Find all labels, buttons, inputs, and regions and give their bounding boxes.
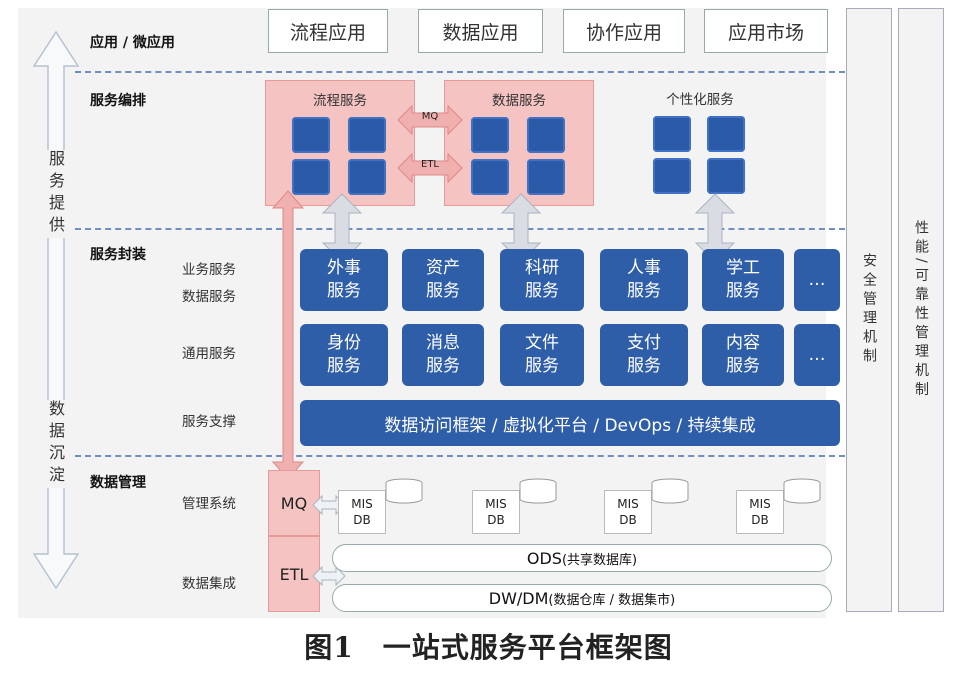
service-block bbox=[707, 116, 745, 152]
service-block bbox=[707, 158, 745, 194]
layer-title-encapsulation: 服务封装 bbox=[90, 247, 146, 263]
security-mechanism-panel: 安全管理机制 bbox=[846, 8, 892, 612]
mq-arrow-label: MQ bbox=[421, 111, 439, 122]
label-common-service: 通用服务 bbox=[182, 346, 236, 362]
performance-mechanism-panel: 性能/可靠性管理机制 bbox=[898, 8, 944, 612]
common-service-message: 消息服务 bbox=[402, 324, 484, 386]
layer-title-orchestration: 服务编排 bbox=[90, 93, 146, 109]
service-support-bar: 数据访问框架 / 虚拟化平台 / DevOps / 持续集成 bbox=[300, 400, 840, 446]
database-cylinder-icon bbox=[519, 478, 557, 504]
service-block bbox=[653, 158, 691, 194]
label-service-support: 服务支撑 bbox=[182, 414, 236, 430]
etl-link-arrow bbox=[312, 566, 346, 586]
database-cylinder-icon bbox=[385, 478, 423, 504]
common-service-payment: 支付服务 bbox=[600, 324, 688, 386]
label-business-service: 业务服务 bbox=[182, 262, 236, 278]
common-service-file: 文件服务 bbox=[500, 324, 584, 386]
layer-title-apps: 应用 / 微应用 bbox=[90, 35, 175, 51]
database-cylinder-icon bbox=[651, 478, 689, 504]
flow-service-title: 流程服务 bbox=[313, 93, 367, 109]
layer-separator bbox=[75, 228, 845, 230]
layer-title-data-management: 数据管理 bbox=[90, 475, 146, 491]
business-service-research: 科研服务 bbox=[500, 249, 584, 311]
service-block bbox=[348, 117, 386, 153]
label-data-integration: 数据集成 bbox=[182, 576, 236, 592]
axis-upper-label: 服务提供 bbox=[40, 150, 70, 238]
ods-bar: ODS(共享数据库) bbox=[332, 544, 832, 572]
vertical-double-arrow bbox=[32, 30, 80, 590]
service-block bbox=[653, 116, 691, 152]
personal-service-title: 个性化服务 bbox=[666, 92, 734, 108]
diagram-panel bbox=[18, 8, 826, 618]
etl-arrow-label: ETL bbox=[421, 159, 439, 170]
business-service-hr: 人事服务 bbox=[600, 249, 688, 311]
layer-separator bbox=[75, 455, 845, 457]
common-service-content: 内容服务 bbox=[702, 324, 784, 386]
service-block bbox=[471, 117, 509, 153]
service-block bbox=[527, 117, 565, 153]
business-service-more: … bbox=[794, 249, 840, 311]
label-data-service: 数据服务 bbox=[182, 289, 236, 305]
label-management-system: 管理系统 bbox=[182, 496, 236, 512]
database-cylinder-icon bbox=[783, 478, 821, 504]
personal-service-box: 个性化服务 bbox=[625, 80, 775, 206]
app-box-data: 数据应用 bbox=[418, 9, 543, 53]
figure-caption: 图1 一站式服务平台框架图 bbox=[304, 631, 673, 664]
common-service-more: … bbox=[794, 324, 840, 386]
axis-lower-label: 数据沉淀 bbox=[40, 400, 70, 488]
business-service-asset: 资产服务 bbox=[402, 249, 484, 311]
layer-separator bbox=[75, 71, 845, 73]
business-service-waishi: 外事服务 bbox=[300, 249, 388, 311]
data-service-box: 数据服务 bbox=[444, 80, 594, 206]
business-service-student: 学工服务 bbox=[702, 249, 784, 311]
service-block bbox=[292, 117, 330, 153]
flow-service-box: 流程服务 bbox=[265, 80, 415, 206]
service-block bbox=[527, 159, 565, 195]
dw-dm-bar: DW/DM(数据仓库 / 数据集市) bbox=[332, 584, 832, 612]
service-block bbox=[292, 159, 330, 195]
data-service-title: 数据服务 bbox=[492, 93, 546, 109]
service-block bbox=[471, 159, 509, 195]
mq-arrow bbox=[397, 104, 463, 136]
service-block bbox=[348, 159, 386, 195]
app-box-collab: 协作应用 bbox=[563, 9, 685, 53]
app-box-flow: 流程应用 bbox=[268, 9, 388, 53]
common-service-identity: 身份服务 bbox=[300, 324, 388, 386]
app-box-market: 应用市场 bbox=[704, 9, 828, 53]
etl-arrow bbox=[397, 152, 463, 184]
